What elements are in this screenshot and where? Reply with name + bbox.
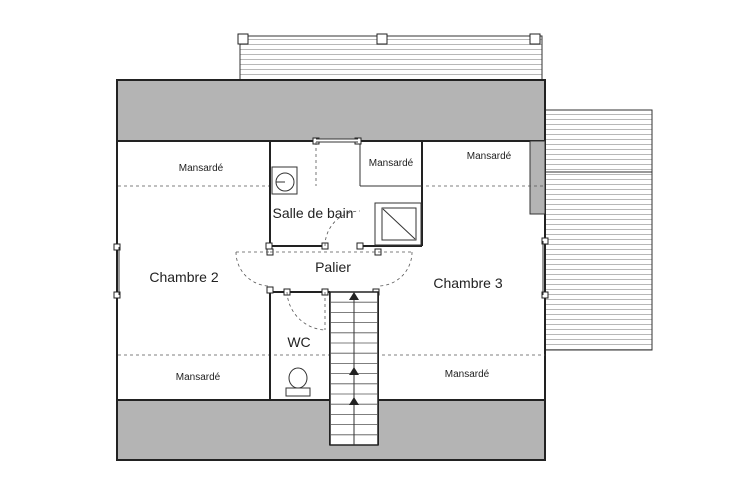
room-label-salle-de-bain: Salle de bain [273,205,354,221]
door-swings [235,210,413,331]
top-balcony [237,33,543,81]
bathroom-fixtures [271,166,422,246]
roof-band-top [118,81,544,141]
chimney-strip [529,140,546,215]
attic-label-bottom-right: Mansardé [445,369,490,380]
attic-label-top-middle: Mansardé [369,158,414,169]
attic-label-top-left: Mansardé [179,163,224,174]
attic-label-bottom-left: Mansardé [176,372,221,383]
house-outline [116,79,546,461]
attic-label-top-right: Mansardé [467,151,512,162]
room-label-chambre-3: Chambre 3 [433,275,502,291]
right-terrace [544,109,653,351]
room-label-chambre-2: Chambre 2 [149,269,218,285]
room-label-wc: WC [287,334,310,350]
room-label-palier: Palier [315,259,351,275]
toilet-icon [285,367,311,397]
stair-arrows [349,292,359,445]
